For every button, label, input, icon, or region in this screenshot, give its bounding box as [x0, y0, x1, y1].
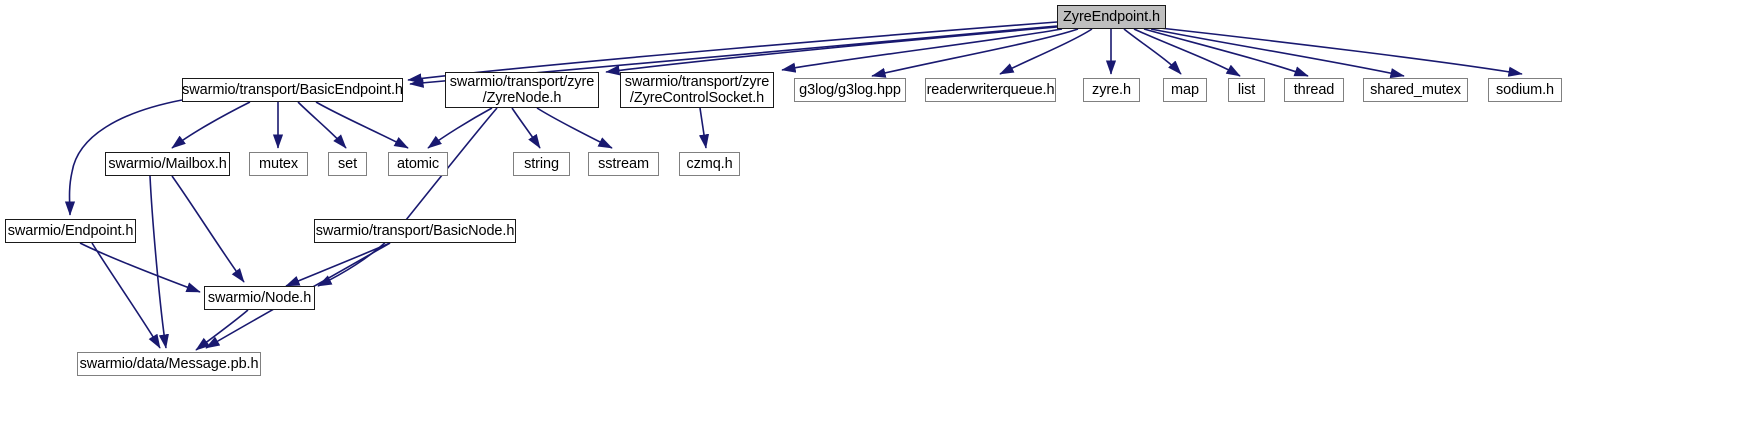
- edge-zyreendpoint-to-shared_mutex: [1150, 28, 1405, 79]
- node-label-basicnode: swarmio/transport/BasicNode.h: [315, 222, 515, 239]
- node-mutex[interactable]: mutex: [249, 152, 308, 176]
- node-label-zyrenode: swarmio/transport/zyre /ZyreNode.h: [449, 73, 595, 106]
- node-zyrenode[interactable]: swarmio/transport/zyre /ZyreNode.h: [445, 72, 599, 108]
- node-label-zyrecontrolsocket: swarmio/transport/zyre /ZyreControlSocke…: [624, 73, 770, 106]
- edge-mailbox-to-messagepb: [149, 175, 169, 349]
- edge-mailbox-to-node: [171, 175, 245, 283]
- node-label-readerwriterqueue: readerwriterqueue.h: [926, 81, 1055, 98]
- edge-zyreendpoint-to-readerwriterqueue: [999, 28, 1093, 75]
- node-label-list: list: [1237, 81, 1256, 98]
- edge-zyrenode-to-string: [511, 107, 541, 149]
- node-label-thread: thread: [1293, 81, 1335, 98]
- node-label-basicendpoint: swarmio/transport/BasicEndpoint.h: [182, 81, 403, 98]
- edge-zyreendpoint-to-zyrecontrolsocket: [781, 28, 1063, 73]
- edge-basicendpoint-to-set: [297, 101, 347, 149]
- node-thread[interactable]: thread: [1284, 78, 1344, 102]
- node-label-shared_mutex: shared_mutex: [1370, 81, 1461, 98]
- node-readerwriterqueue[interactable]: readerwriterqueue.h: [925, 78, 1056, 102]
- node-zyreendpoint[interactable]: ZyreEndpoint.h: [1057, 5, 1166, 29]
- node-label-zyreendpoint: ZyreEndpoint.h: [1063, 8, 1160, 25]
- node-label-g3log: g3log/g3log.hpp: [799, 81, 901, 98]
- edge-zyreendpoint-to-thread: [1143, 28, 1309, 77]
- node-basicendpoint[interactable]: swarmio/transport/BasicEndpoint.h: [182, 78, 403, 102]
- node-list[interactable]: list: [1228, 78, 1265, 102]
- node-map[interactable]: map: [1163, 78, 1207, 102]
- node-label-node: swarmio/Node.h: [207, 289, 312, 306]
- node-basicnode[interactable]: swarmio/transport/BasicNode.h: [314, 219, 516, 243]
- edge-endpoint-to-node: [79, 242, 201, 293]
- node-czmq[interactable]: czmq.h: [679, 152, 740, 176]
- edge-zyreendpoint-to-map: [1123, 28, 1182, 75]
- edge-basicnode-to-node: [285, 242, 391, 287]
- edge-zyreendpoint-to-sodium: [1159, 27, 1523, 77]
- node-label-zyre: zyre.h: [1092, 81, 1131, 98]
- node-label-sodium: sodium.h: [1495, 81, 1555, 98]
- edge-node-to-messagepb: [195, 309, 249, 351]
- node-label-atomic: atomic: [396, 155, 440, 172]
- node-atomic[interactable]: atomic: [388, 152, 448, 176]
- edge-basicendpoint-to-mailbox: [171, 101, 251, 149]
- node-label-sstream: sstream: [598, 155, 649, 172]
- node-label-string: string: [524, 155, 559, 172]
- edge-zyreendpoint-to-zyrenode: [605, 26, 1058, 76]
- node-label-set: set: [337, 155, 358, 172]
- node-shared_mutex[interactable]: shared_mutex: [1363, 78, 1468, 102]
- edge-zyrenode-to-sstream: [536, 107, 613, 149]
- node-sstream[interactable]: sstream: [588, 152, 659, 176]
- node-g3log[interactable]: g3log/g3log.hpp: [794, 78, 906, 102]
- edge-zyrecontrolsocket-to-czmq: [698, 107, 710, 149]
- edge-zyreendpoint-to-list: [1133, 28, 1241, 77]
- node-zyrecontrolsocket[interactable]: swarmio/transport/zyre /ZyreControlSocke…: [620, 72, 774, 108]
- edge-endpoint-to-messagepb: [91, 242, 161, 349]
- node-messagepb[interactable]: swarmio/data/Message.pb.h: [77, 352, 261, 376]
- node-mailbox[interactable]: swarmio/Mailbox.h: [105, 152, 230, 176]
- node-node[interactable]: swarmio/Node.h: [204, 286, 315, 310]
- edge-zyreendpoint-to-g3log: [871, 28, 1079, 78]
- node-zyre[interactable]: zyre.h: [1083, 78, 1140, 102]
- node-label-mutex: mutex: [259, 155, 298, 172]
- node-label-czmq: czmq.h: [686, 155, 733, 172]
- node-label-endpoint: swarmio/Endpoint.h: [7, 222, 134, 239]
- node-label-messagepb: swarmio/data/Message.pb.h: [79, 355, 259, 372]
- node-label-mailbox: swarmio/Mailbox.h: [108, 155, 227, 172]
- node-string[interactable]: string: [513, 152, 570, 176]
- node-endpoint[interactable]: swarmio/Endpoint.h: [5, 219, 136, 243]
- node-sodium[interactable]: sodium.h: [1488, 78, 1562, 102]
- node-set[interactable]: set: [328, 152, 367, 176]
- edge-basicendpoint-to-atomic: [315, 101, 409, 149]
- node-label-map: map: [1171, 81, 1199, 98]
- edge-zyrenode-to-atomic: [427, 107, 493, 149]
- edge-zyrenode-to-node: [317, 107, 498, 287]
